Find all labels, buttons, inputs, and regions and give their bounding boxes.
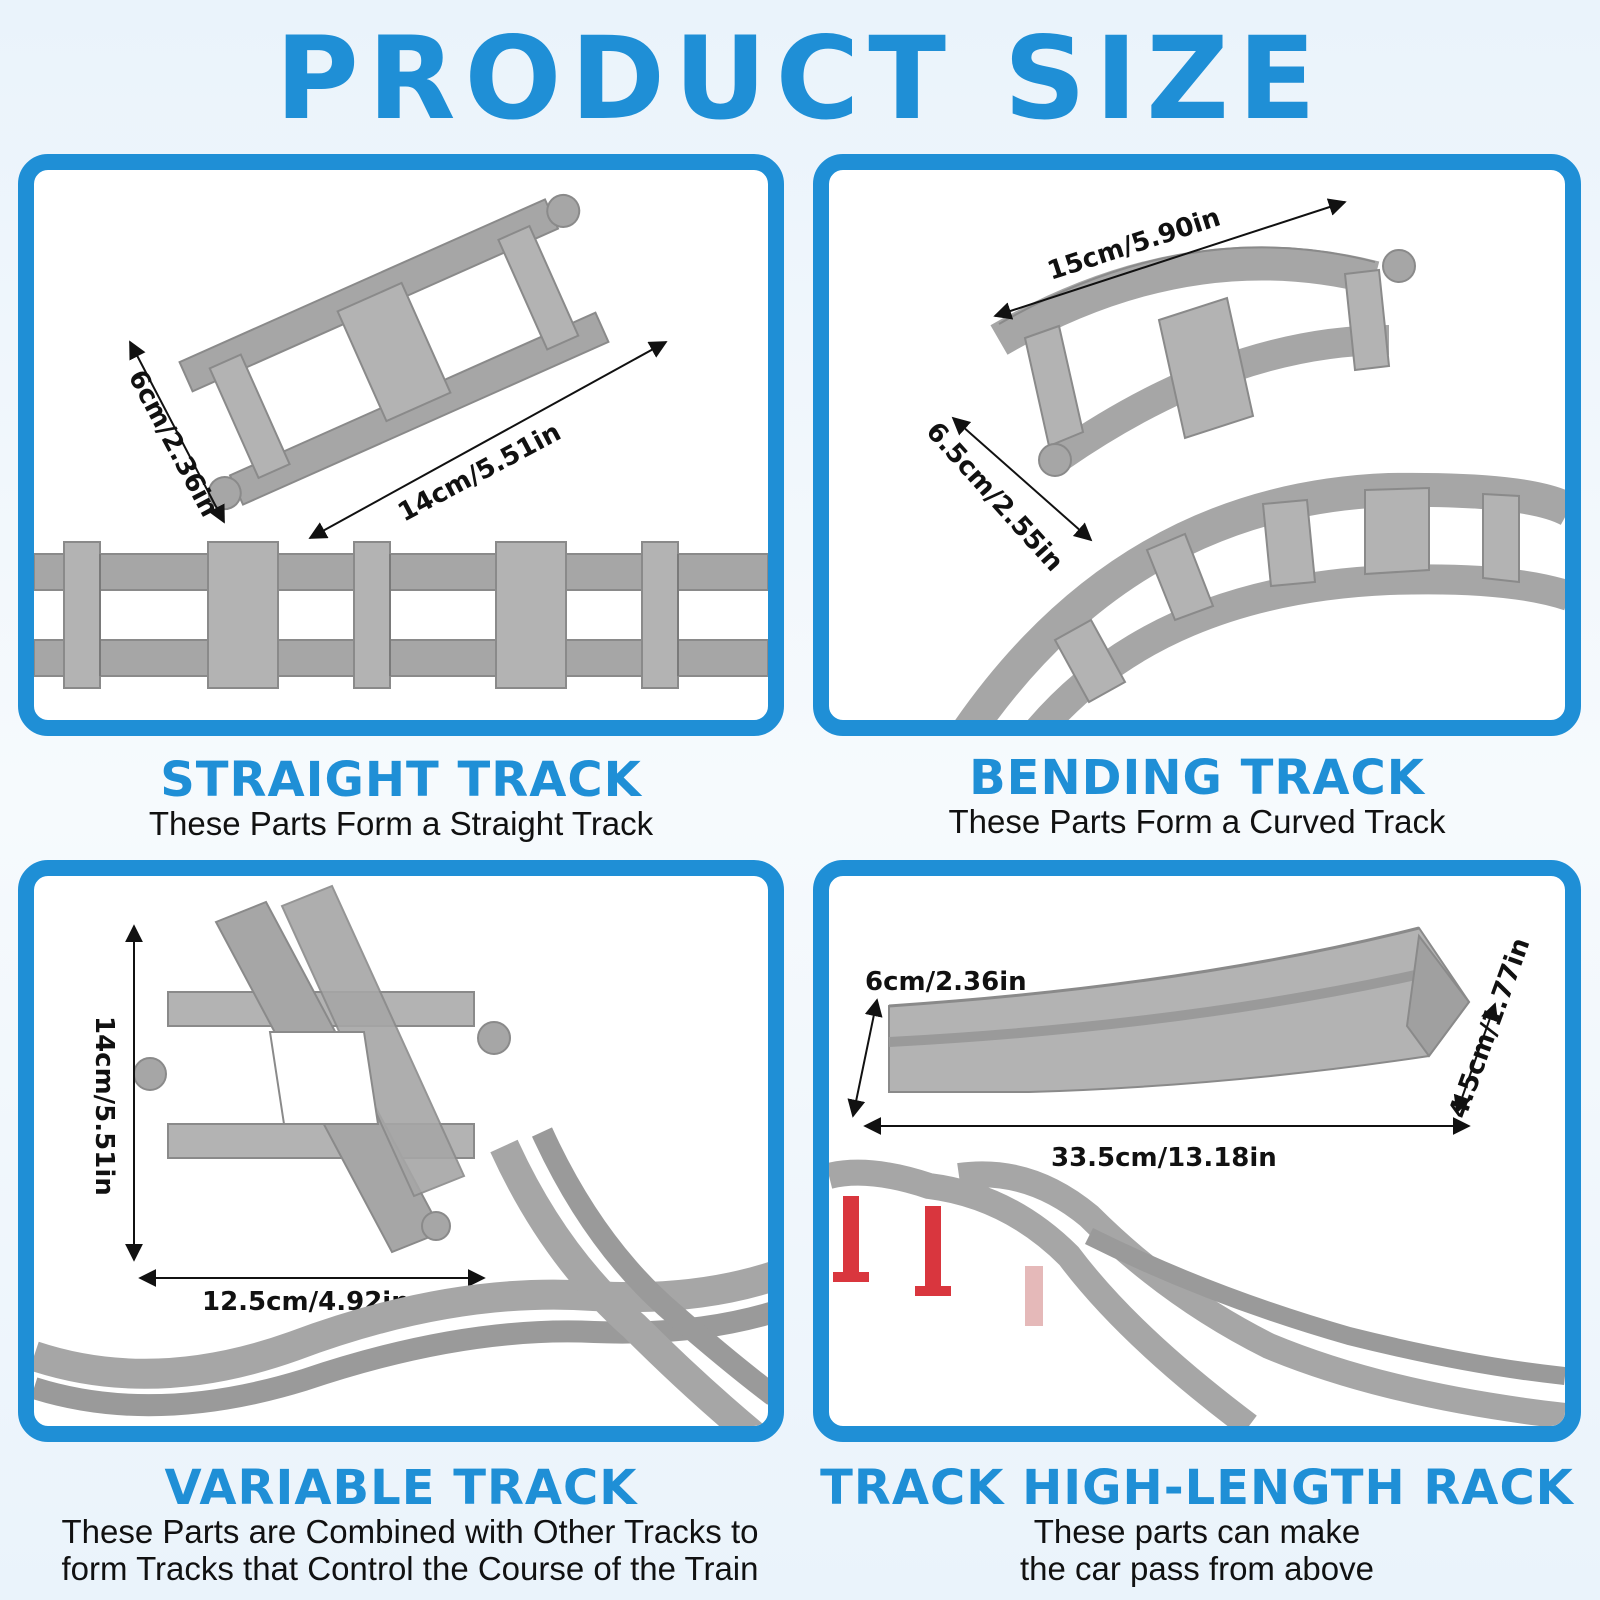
high-length-rack-subtitle-2: the car pass from above: [1019, 1550, 1374, 1587]
straight-track-illustration: 6cm/2.36in 14cm/5.51in: [34, 193, 768, 689]
straight-track-subtitle: These Parts Form a Straight Track: [148, 805, 654, 842]
ramp-track-piece: [888, 926, 1471, 1093]
red-support-right: [925, 1206, 941, 1290]
dim-length: 33.5cm/13.18in: [1051, 1143, 1277, 1173]
dim-width: 6.5cm/2.55in: [920, 417, 1069, 578]
dim-width: 6cm/2.36in: [122, 365, 224, 522]
variable-track-subtitle-2: form Tracks that Control the Course of t…: [61, 1550, 759, 1587]
straight-track-title: STRAIGHT TRACK: [160, 752, 642, 808]
assembled-variable-track: [34, 1127, 768, 1426]
bending-track-title: BENDING TRACK: [969, 750, 1425, 806]
assembled-curved-track: [955, 472, 1565, 720]
bending-track-subtitle: These Parts Form a Curved Track: [948, 803, 1446, 840]
variable-track-illustration: 14cm/5.51in 12.5cm/4.92in: [34, 884, 768, 1426]
dim-length: 14cm/5.51in: [393, 417, 566, 528]
bending-track-panel: 15cm/5.90in 6.5cm/2.55in: [813, 154, 1581, 736]
high-length-rack-title: TRACK HIGH-LENGTH RACK: [820, 1460, 1574, 1516]
red-support-left: [843, 1196, 859, 1276]
crossing-track-piece: [133, 884, 511, 1254]
dim-width: 6cm/2.36in: [865, 967, 1027, 997]
high-length-rack-subtitle-1: These parts can make: [1033, 1513, 1361, 1550]
bending-track-illustration: 15cm/5.90in 6.5cm/2.55in: [920, 198, 1565, 720]
straight-track-piece: [178, 193, 610, 511]
assembled-straight-track: [34, 541, 768, 689]
straight-track-panel: 6cm/2.36in 14cm/5.51in: [18, 154, 784, 736]
assembled-elevated-track: [829, 1159, 1565, 1426]
high-length-rack-panel: 6cm/2.36in 4.5cm/1.77in 33.5cm/13.18in: [813, 860, 1581, 1442]
dim-height: 14cm/5.51in: [89, 1016, 119, 1196]
dim-height: 4.5cm/1.77in: [1443, 934, 1536, 1122]
variable-track-title: VARIABLE TRACK: [164, 1460, 638, 1516]
high-length-rack-illustration: 6cm/2.36in 4.5cm/1.77in 33.5cm/13.18in: [829, 926, 1565, 1426]
variable-track-panel: 14cm/5.51in 12.5cm/4.92in: [18, 860, 784, 1442]
page-title: PRODUCT SIZE: [275, 12, 1325, 145]
variable-track-subtitle-1: These Parts are Combined with Other Trac…: [61, 1513, 759, 1550]
